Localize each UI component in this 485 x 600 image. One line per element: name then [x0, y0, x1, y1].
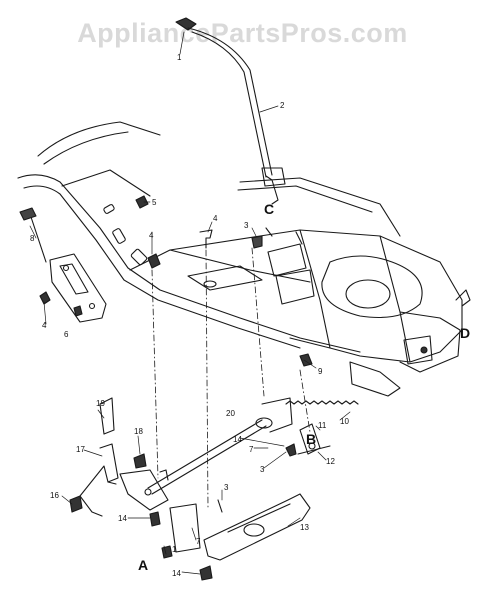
callout-9: 9 — [318, 367, 323, 376]
callout-10: 10 — [340, 417, 349, 426]
callout-19: 19 — [96, 399, 105, 408]
leader-lines — [29, 31, 351, 575]
callout-12: 12 — [326, 457, 335, 466]
lift-lever — [175, 17, 286, 205]
callout-4-bracket: 4 — [42, 321, 47, 330]
callout-1-bottom: 1 — [172, 545, 177, 554]
bottom-plate — [199, 493, 311, 581]
callout-2: 2 — [280, 101, 285, 110]
callout-13: 13 — [300, 523, 309, 532]
callout-5: 5 — [152, 198, 157, 207]
reference-letter-a: A — [138, 557, 148, 573]
callout-7-right: 7 — [249, 445, 254, 454]
callout-11: 11 — [318, 421, 327, 430]
callout-4-fender: 4 — [149, 231, 154, 240]
frame-hardware — [135, 195, 313, 367]
fender-body — [17, 121, 361, 353]
callout-18: 18 — [134, 427, 143, 436]
reference-letters: C D B A — [138, 201, 470, 573]
callout-1-top: 1 — [177, 53, 182, 62]
watermark: AppliancePartsPros.com — [77, 18, 408, 48]
callout-3-frame: 3 — [244, 221, 249, 230]
callout-14-left: 14 — [118, 514, 127, 523]
reference-letter-b: B — [306, 431, 316, 447]
side-bracket — [19, 207, 107, 323]
callout-20: 20 — [226, 409, 235, 418]
callout-3-right: 3 — [260, 465, 265, 474]
callout-8: 8 — [30, 234, 35, 243]
reference-letter-c: C — [264, 201, 274, 217]
callout-7-center: 7 — [196, 537, 201, 546]
right-arm — [285, 423, 331, 457]
spring — [285, 400, 359, 405]
main-frame — [129, 177, 471, 397]
callout-numbers: 1 2 5 4 3 8 4 6 4 9 10 11 12 7 3 14 20 1… — [30, 53, 349, 578]
callout-17: 17 — [76, 445, 85, 454]
callout-14-right: 14 — [233, 435, 242, 444]
callout-6: 6 — [64, 330, 69, 339]
callout-16: 16 — [50, 491, 59, 500]
callout-14-bottom: 14 — [172, 569, 181, 578]
linkage-rod — [147, 397, 293, 495]
left-arm — [69, 397, 169, 527]
alignment-lines — [151, 247, 311, 509]
callout-4-frame: 4 — [213, 214, 218, 223]
callout-3-center: 3 — [224, 483, 229, 492]
reference-letter-d: D — [460, 325, 470, 341]
